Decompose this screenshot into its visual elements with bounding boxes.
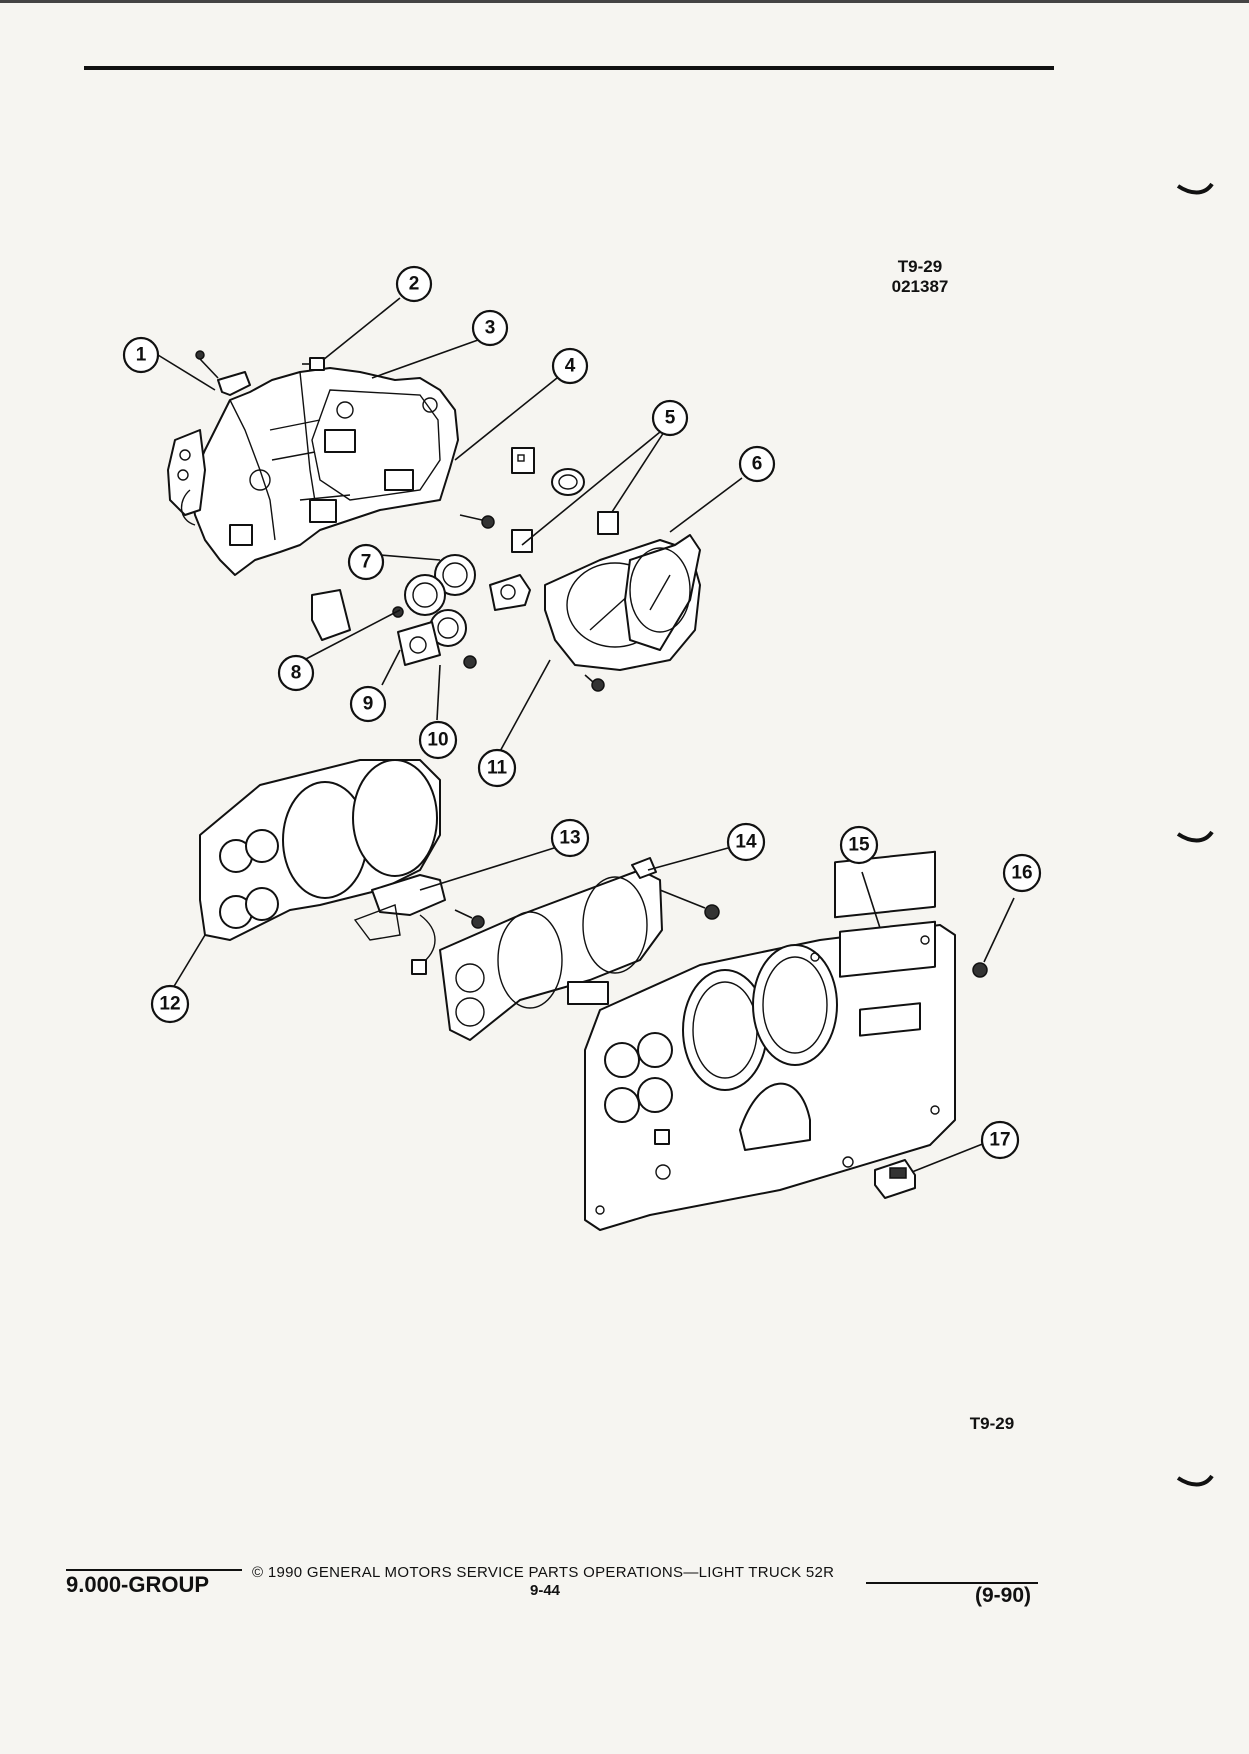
callout-1: 1 xyxy=(122,336,160,374)
callout-8: 8 xyxy=(277,654,315,692)
svg-text:12: 12 xyxy=(159,994,180,1015)
svg-text:15: 15 xyxy=(848,835,870,856)
svg-text:16: 16 xyxy=(1011,863,1032,884)
gauge-pods-group xyxy=(311,554,477,669)
svg-text:8: 8 xyxy=(291,663,302,684)
svg-text:7: 7 xyxy=(361,552,372,573)
callout-17: 17 xyxy=(980,1120,1020,1160)
callout-11: 11 xyxy=(477,748,517,788)
footer-copyright: © 1990 GENERAL MOTORS SERVICE PARTS OPER… xyxy=(252,1564,835,1581)
callout-15: 15 xyxy=(839,825,879,865)
svg-text:13: 13 xyxy=(559,828,580,849)
svg-text:4: 4 xyxy=(565,356,576,377)
binding-mark-3 xyxy=(1176,1474,1214,1487)
cluster-carrier-housing xyxy=(167,350,495,576)
callout-10: 10 xyxy=(418,720,458,760)
svg-text:17: 17 xyxy=(989,1130,1010,1151)
svg-text:9: 9 xyxy=(363,694,374,715)
callout-4: 4 xyxy=(551,347,589,385)
callout-5: 5 xyxy=(651,399,689,437)
callout-16: 16 xyxy=(1002,853,1042,893)
speedometer-cluster xyxy=(544,534,701,692)
svg-text:1: 1 xyxy=(136,345,147,366)
bezel-frame xyxy=(199,759,441,941)
header-rule xyxy=(84,66,1054,70)
svg-text:11: 11 xyxy=(487,758,508,779)
callout-2: 2 xyxy=(395,265,433,303)
footer-group-label: 9.000-GROUP xyxy=(66,1572,210,1597)
svg-text:5: 5 xyxy=(665,408,676,429)
svg-text:6: 6 xyxy=(752,454,763,475)
callout-leaders xyxy=(157,297,1015,1173)
callout-7: 7 xyxy=(347,543,385,581)
small-components-group xyxy=(489,447,619,611)
footer-page-number: 9-44 xyxy=(530,1582,561,1599)
callout-12: 12 xyxy=(150,984,190,1024)
cluster-lens xyxy=(439,857,720,1041)
svg-text:10: 10 xyxy=(427,730,448,751)
figure-id-top: T9-29 xyxy=(897,257,943,276)
figure-id-bottom: T9-29 xyxy=(969,1414,1015,1433)
svg-text:14: 14 xyxy=(735,832,757,853)
trim-screw xyxy=(972,962,988,978)
panel-switch xyxy=(842,1156,916,1199)
callout-3: 3 xyxy=(471,309,509,347)
footer-revision-date: (9-90) xyxy=(975,1584,1032,1607)
callout-14: 14 xyxy=(726,822,766,862)
binding-mark-1 xyxy=(1176,182,1214,195)
footer-rule-right xyxy=(866,1582,1038,1584)
callout-6: 6 xyxy=(738,445,776,483)
callout-13: 13 xyxy=(550,818,590,858)
callout-9: 9 xyxy=(349,685,387,723)
figure-code-top: 021387 xyxy=(891,277,949,296)
svg-text:3: 3 xyxy=(485,318,496,339)
binding-mark-2 xyxy=(1176,830,1214,843)
svg-text:2: 2 xyxy=(409,274,420,295)
footer-rule-left xyxy=(66,1569,242,1571)
top-edge-rule xyxy=(0,0,1249,3)
printed-circuit xyxy=(353,874,485,975)
instrument-panel-trim xyxy=(584,850,956,1231)
instrument-cluster-exploded-diagram: 1 2 3 4 5 6 7 8 9 10 11 12 13 14 15 16 1… xyxy=(122,265,1042,1231)
